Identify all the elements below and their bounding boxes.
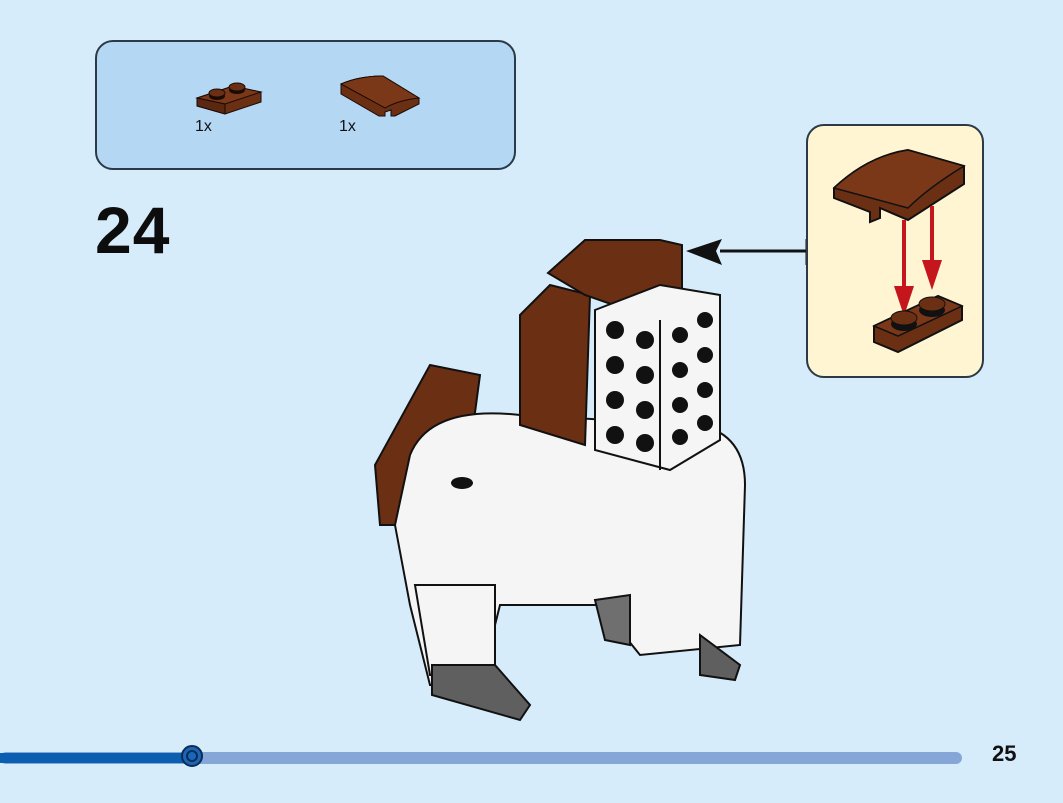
pointer-arrow-icon bbox=[686, 239, 809, 265]
slope-curved-icon bbox=[339, 75, 421, 117]
page-number: 25 bbox=[992, 741, 1017, 766]
part-plate-1x2: 1x bbox=[195, 76, 267, 135]
step-number: 24 bbox=[95, 193, 171, 267]
part-quantity: 1x bbox=[195, 118, 212, 135]
sub-assembly-callout bbox=[806, 124, 984, 378]
progress-bar[interactable] bbox=[0, 745, 962, 767]
parts-list-box: 1x 1x bbox=[95, 40, 516, 170]
part-quantity: 1x bbox=[339, 118, 356, 135]
part-slope-curved-2x2: 1x bbox=[339, 72, 423, 135]
progress-track[interactable] bbox=[0, 752, 962, 764]
sub-assembly-icon bbox=[832, 148, 966, 354]
model-illustration bbox=[370, 225, 755, 730]
plate-1x2-icon bbox=[195, 82, 263, 115]
progress-fill bbox=[0, 753, 193, 763]
horse-model-icon bbox=[373, 239, 747, 722]
progress-slider-handle[interactable] bbox=[181, 745, 204, 767]
